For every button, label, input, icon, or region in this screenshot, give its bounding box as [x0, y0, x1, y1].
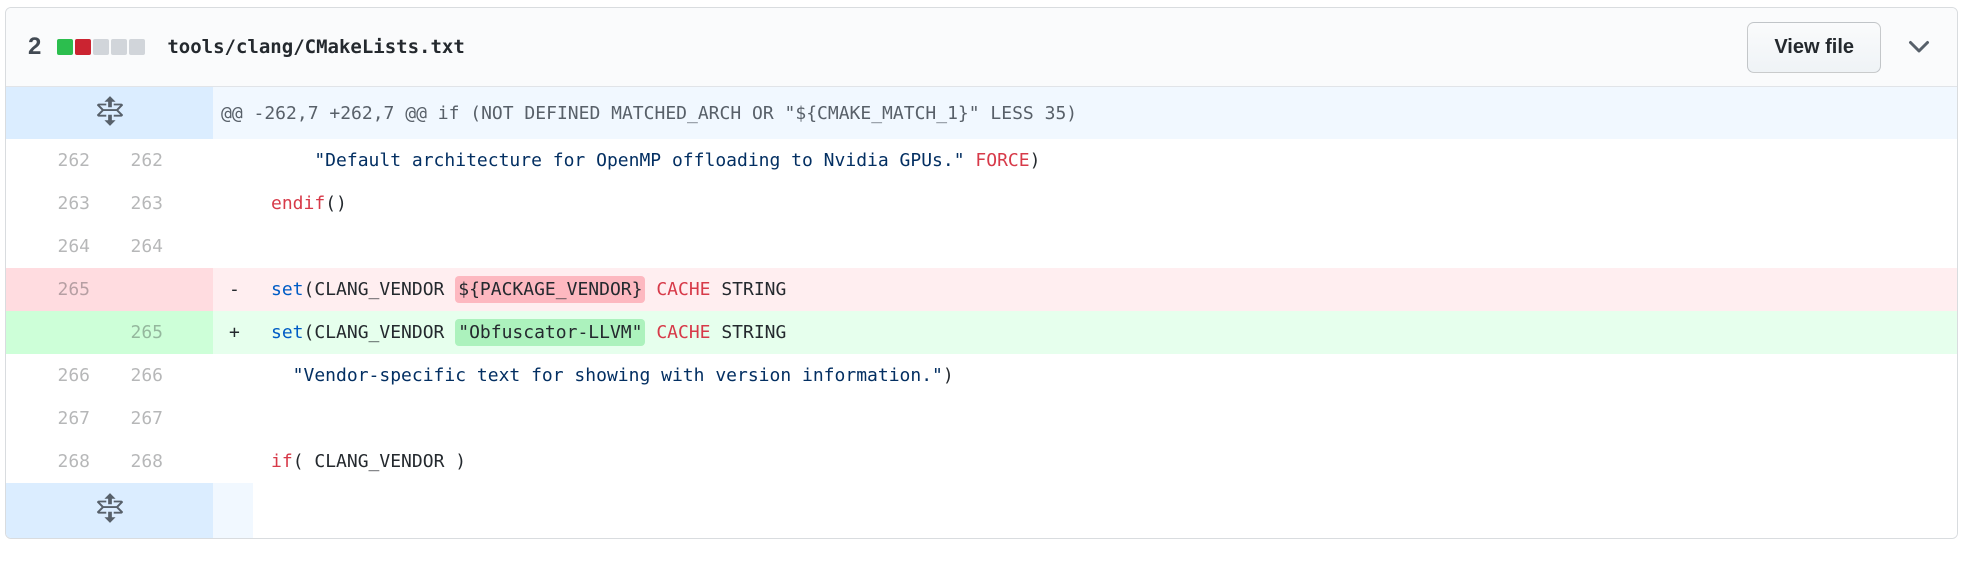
view-file-button[interactable]: View file — [1747, 21, 1881, 73]
context-row: 262 262 "Default architecture for OpenMP … — [6, 139, 1957, 182]
diff-rows: 262 262 "Default architecture for OpenMP … — [6, 139, 1957, 483]
context-row: 263 263 endif() — [6, 182, 1957, 225]
code-segment — [645, 279, 656, 300]
expand-hunk-button-bottom[interactable] — [6, 483, 213, 538]
unfold-icon — [96, 493, 123, 528]
old-line-number[interactable]: 268 — [57, 451, 90, 472]
code-line: if( CLANG_VENDOR ) — [213, 440, 1957, 483]
context-row: 264 264 — [6, 225, 1957, 268]
file-diff-card: 2 tools/clang/CMakeLists.txt View file — [5, 7, 1958, 539]
context-row: 266 266 "Vendor-specific text for showing… — [6, 354, 1957, 397]
code-segment: CACHE — [656, 279, 711, 300]
diffstat-square-neutral — [93, 39, 110, 55]
context-row: 268 268 if( CLANG_VENDOR ) — [6, 440, 1957, 483]
old-line-number[interactable]: 267 — [57, 408, 90, 429]
file-header: 2 tools/clang/CMakeLists.txt View file — [6, 8, 1957, 87]
code-segment: FORCE — [975, 150, 1030, 171]
code-segment: (CLANG_VENDOR — [303, 279, 456, 300]
chevron-down-icon[interactable] — [1903, 31, 1935, 63]
code-line — [213, 397, 1957, 440]
new-line-number[interactable]: 268 — [130, 451, 163, 472]
code-segment: ( CLANG_VENDOR ) — [292, 451, 467, 472]
context-row: 267 267 — [6, 397, 1957, 440]
code-line: endif() — [213, 182, 1957, 225]
code-segment — [645, 322, 656, 343]
diffstat-square-addition — [57, 39, 74, 55]
code-segment: STRING — [710, 279, 787, 300]
old-line-number[interactable]: 265 — [6, 268, 110, 311]
new-line-number[interactable]: 262 — [130, 150, 163, 171]
new-line-number[interactable]: 266 — [130, 365, 163, 386]
diffstat-square-deletion — [75, 39, 92, 55]
diffstat-square-neutral — [111, 39, 128, 55]
code-segment: (CLANG_VENDOR — [303, 322, 456, 343]
new-line-number[interactable]: 265 — [110, 311, 213, 354]
new-line-number[interactable]: 264 — [130, 236, 163, 257]
code-line: "Vendor-specific text for showing with v… — [213, 354, 1957, 397]
expand-hunk-button-top[interactable] — [6, 87, 213, 139]
code-segment: CACHE — [656, 322, 711, 343]
diff-marker: - — [229, 279, 240, 300]
old-line-number[interactable]: 263 — [57, 193, 90, 214]
diffstat-square-neutral — [129, 39, 146, 55]
diffstat-change-count: 2 — [28, 33, 42, 60]
code-line: "Default architecture for OpenMP offload… — [213, 139, 1957, 182]
diffstat-blocks — [57, 39, 146, 55]
old-line-number[interactable] — [6, 311, 110, 354]
code-segment: if — [271, 451, 293, 472]
unfold-icon — [96, 95, 123, 131]
deletion-row: 265 - set(CLANG_VENDOR ${PACKAGE_VENDOR} C… — [6, 268, 1957, 311]
hunk-header-text: @@ -262,7 +262,7 @@ if (NOT DEFINED MATC… — [213, 87, 1957, 139]
diff-table: @@ -262,7 +262,7 @@ if (NOT DEFINED MATC… — [6, 87, 1957, 538]
code-segment: STRING — [710, 322, 787, 343]
code-segment: set — [271, 322, 304, 343]
old-line-number[interactable]: 266 — [57, 365, 90, 386]
code-segment: set — [271, 279, 304, 300]
code-segment: endif — [271, 193, 326, 214]
code-line — [213, 225, 1957, 268]
new-line-number[interactable]: 267 — [130, 408, 163, 429]
file-path: tools/clang/CMakeLists.txt — [167, 36, 465, 58]
old-line-number[interactable]: 264 — [57, 236, 90, 257]
code-line: + set(CLANG_VENDOR "Obfuscator-LLVM" CACH… — [213, 311, 1957, 354]
changed-word: "Obfuscator-LLVM" — [455, 319, 646, 346]
file-header-actions: View file — [1747, 21, 1935, 73]
addition-row: 265 + set(CLANG_VENDOR "Obfuscator-LLVM" C… — [6, 311, 1957, 354]
code-segment: "Vendor-specific text for showing with v… — [271, 365, 943, 386]
code-segment: ) — [942, 365, 954, 386]
code-line: - set(CLANG_VENDOR ${PACKAGE_VENDOR} CACH… — [213, 268, 1957, 311]
code-segment: () — [325, 193, 347, 214]
expander-tail — [213, 483, 1957, 538]
expander-footer-row — [6, 483, 1957, 538]
code-segment: ) — [1029, 150, 1041, 171]
code-segment — [965, 150, 976, 171]
new-line-number[interactable] — [110, 268, 213, 311]
hunk-header-row: @@ -262,7 +262,7 @@ if (NOT DEFINED MATC… — [6, 87, 1957, 139]
changed-word: ${PACKAGE_VENDOR} — [455, 276, 646, 303]
new-line-number[interactable]: 263 — [130, 193, 163, 214]
old-line-number[interactable]: 262 — [57, 150, 90, 171]
code-segment: "Default architecture for OpenMP offload… — [271, 150, 965, 171]
diff-marker: + — [229, 322, 240, 343]
